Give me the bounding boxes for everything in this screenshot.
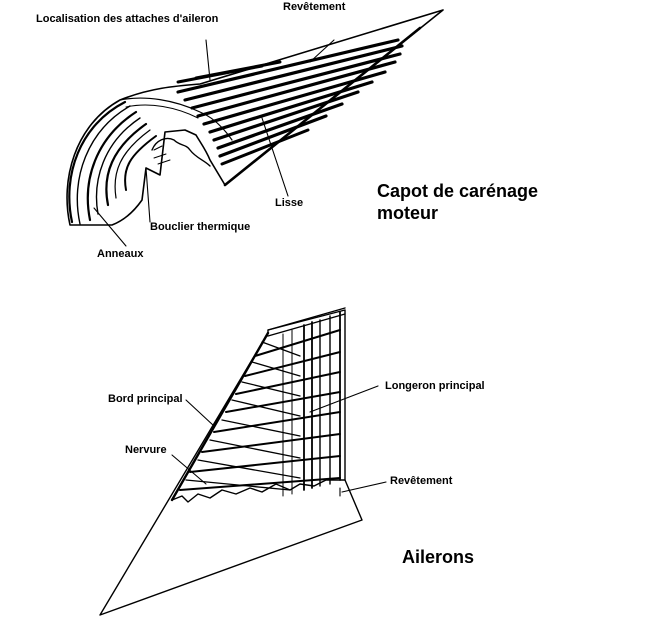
cowl-stringer	[220, 128, 310, 166]
cowl-stringer	[190, 52, 402, 110]
cowl-ring	[76, 105, 131, 225]
leader-leading-edge	[185, 399, 215, 427]
aileron-torn-edge	[171, 479, 346, 503]
label-heat-shield: Bouclier thermique	[150, 221, 251, 233]
cowl-inner-arc	[119, 97, 233, 141]
cowl-outline	[66, 9, 444, 226]
label-leading-edge: Bord principal	[108, 393, 183, 405]
engine-cowl-illustration	[66, 9, 444, 247]
label-rings: Anneaux	[97, 248, 144, 260]
cowl-stringer	[196, 60, 397, 118]
cowl-stringer	[183, 44, 404, 102]
leader-heat-shield	[145, 167, 151, 223]
leader-main-spar	[309, 385, 379, 413]
cowl-title-line-1: Capot de carénage	[377, 181, 539, 201]
aileron-brace	[209, 439, 301, 459]
cowl-ring	[68, 100, 127, 224]
label-main-spar: Longeron principal	[385, 380, 485, 392]
heat-shield	[151, 137, 211, 167]
aileron-brace	[231, 399, 301, 417]
cowl-stringer	[176, 38, 400, 94]
cowl-inner-arc	[125, 104, 199, 119]
aileron-brace	[261, 341, 301, 357]
aileron-leading-edge	[170, 331, 270, 502]
aileron-brace	[221, 419, 301, 437]
leader-attach	[205, 39, 211, 81]
leader-stringer	[261, 117, 289, 197]
label-cowl-skin: Revêtement	[283, 1, 346, 13]
aileron-top-cap	[267, 307, 346, 337]
aileron-main-spar	[319, 315, 331, 487]
aileron-rib	[235, 371, 341, 395]
cowl-title-line-2: moteur	[377, 203, 439, 223]
cowl-ring	[86, 110, 138, 222]
aileron-title: Ailerons	[402, 547, 475, 567]
aileron-rib	[213, 411, 341, 433]
cowl-ring	[95, 117, 141, 215]
aileron-rib	[201, 433, 341, 453]
aileron-main-spar	[303, 321, 313, 491]
aileron-rib	[179, 477, 341, 491]
aileron-rib	[254, 329, 341, 357]
cowl-stringer	[208, 80, 374, 134]
cowl-ring	[114, 129, 151, 199]
aileron-brace	[241, 381, 301, 397]
leader-rib	[171, 454, 207, 485]
label-aileron-attach-location: Localisation des attaches d'aileron	[36, 13, 219, 25]
cowl-stringer	[212, 90, 360, 142]
cowl-stringer	[216, 102, 344, 150]
label-rib: Nervure	[125, 444, 167, 456]
aileron-illustration	[99, 307, 387, 616]
leader-skin-aileron	[341, 481, 387, 493]
heat-shield-detail	[153, 145, 171, 165]
cowl-lower-edge	[223, 26, 422, 187]
cowl-ring	[105, 122, 148, 207]
aileron-rib	[189, 455, 341, 473]
cowl-ring	[124, 135, 157, 191]
label-aileron-skin: Revêtement	[390, 475, 453, 487]
leader-skin-cowl	[309, 39, 335, 63]
label-stringer: Lisse	[275, 197, 304, 209]
cowl-stringer	[218, 114, 328, 158]
leader-rings	[93, 207, 127, 247]
